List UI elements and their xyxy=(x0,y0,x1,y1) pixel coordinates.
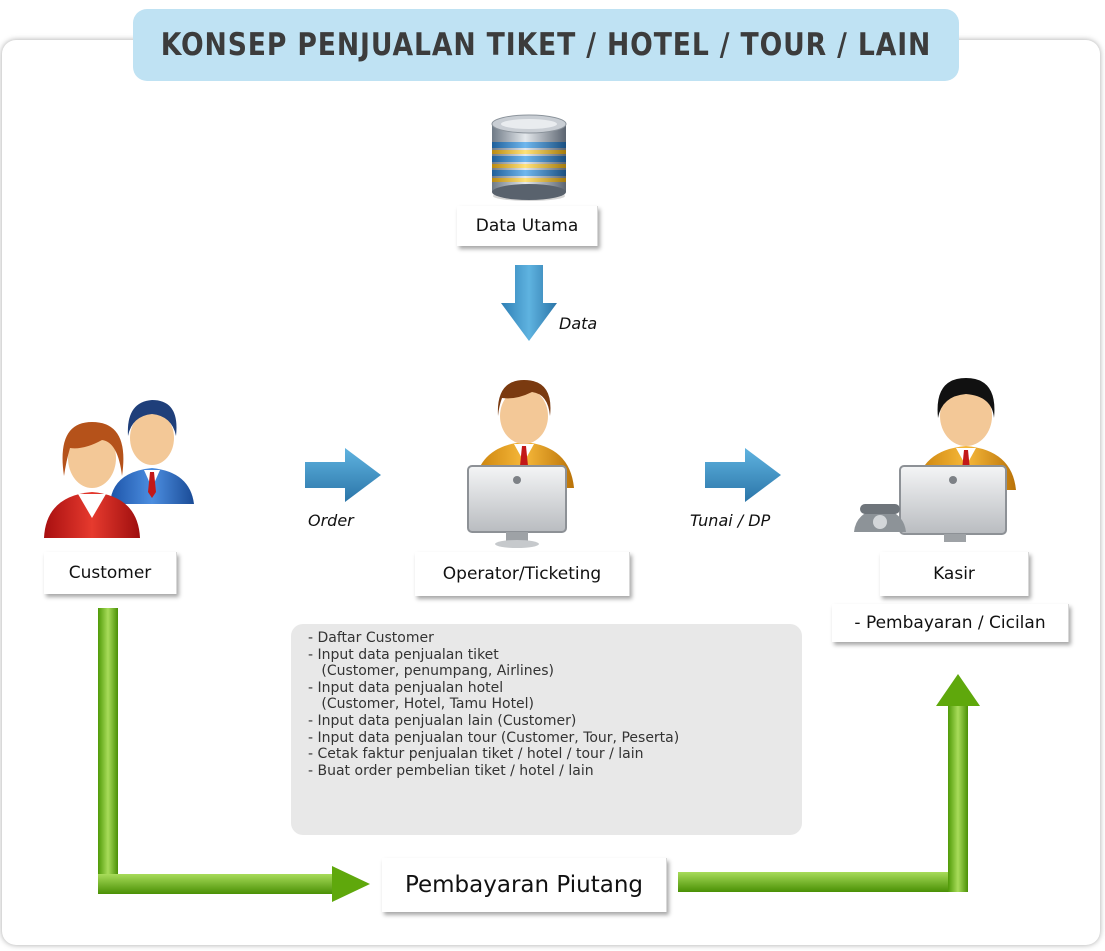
operator-label: Operator/Ticketing xyxy=(415,552,630,596)
task-item: - Buat order pembelian tiket / hotel / l… xyxy=(308,762,594,779)
operator-icon xyxy=(462,376,586,548)
task-item: - Input data penjualan tiket xyxy=(308,646,499,663)
data-arrow-label: Data xyxy=(559,314,598,333)
task-item: - Input data penjualan hotel xyxy=(308,679,504,696)
down-arrow-icon xyxy=(501,265,557,343)
task-item: (Customer, penumpang, Airlines) xyxy=(308,663,554,680)
diagram-title: KONSEP PENJUALAN TIKET / HOTEL / TOUR / … xyxy=(160,27,932,63)
operator-task-list: - Daftar Customer - Input data penjualan… xyxy=(291,624,802,779)
tunai-dp-arrow-label: Tunai / DP xyxy=(690,511,771,530)
customers-icon xyxy=(40,392,198,540)
task-item: - Daftar Customer xyxy=(308,630,434,646)
database-icon xyxy=(486,112,572,202)
task-item: - Cetak faktur penjualan tiket / hotel /… xyxy=(308,746,644,763)
cashier-icon xyxy=(852,372,1028,548)
task-item: - Input data penjualan lain (Customer) xyxy=(308,712,577,729)
order-arrow-label: Order xyxy=(308,511,354,530)
kasir-label: Kasir xyxy=(880,552,1029,596)
task-item: - Input data penjualan tour (Customer, T… xyxy=(308,729,680,746)
customer-label: Customer xyxy=(44,552,177,594)
title-banner: KONSEP PENJUALAN TIKET / HOTEL / TOUR / … xyxy=(133,9,959,81)
operator-task-box: - Daftar Customer - Input data penjualan… xyxy=(291,624,802,835)
green-flow-arrow-right xyxy=(678,672,982,902)
task-item: (Customer, Hotel, Tamu Hotel) xyxy=(308,696,535,713)
pembayaran-piutang-label: Pembayaran Piutang xyxy=(382,858,667,912)
kasir-task-label: - Pembayaran / Cicilan xyxy=(832,604,1069,642)
data-utama-label: Data Utama xyxy=(457,206,598,246)
order-arrow-icon xyxy=(305,448,381,502)
green-flow-arrow-left xyxy=(94,608,374,910)
payment-arrow-icon xyxy=(705,448,781,502)
